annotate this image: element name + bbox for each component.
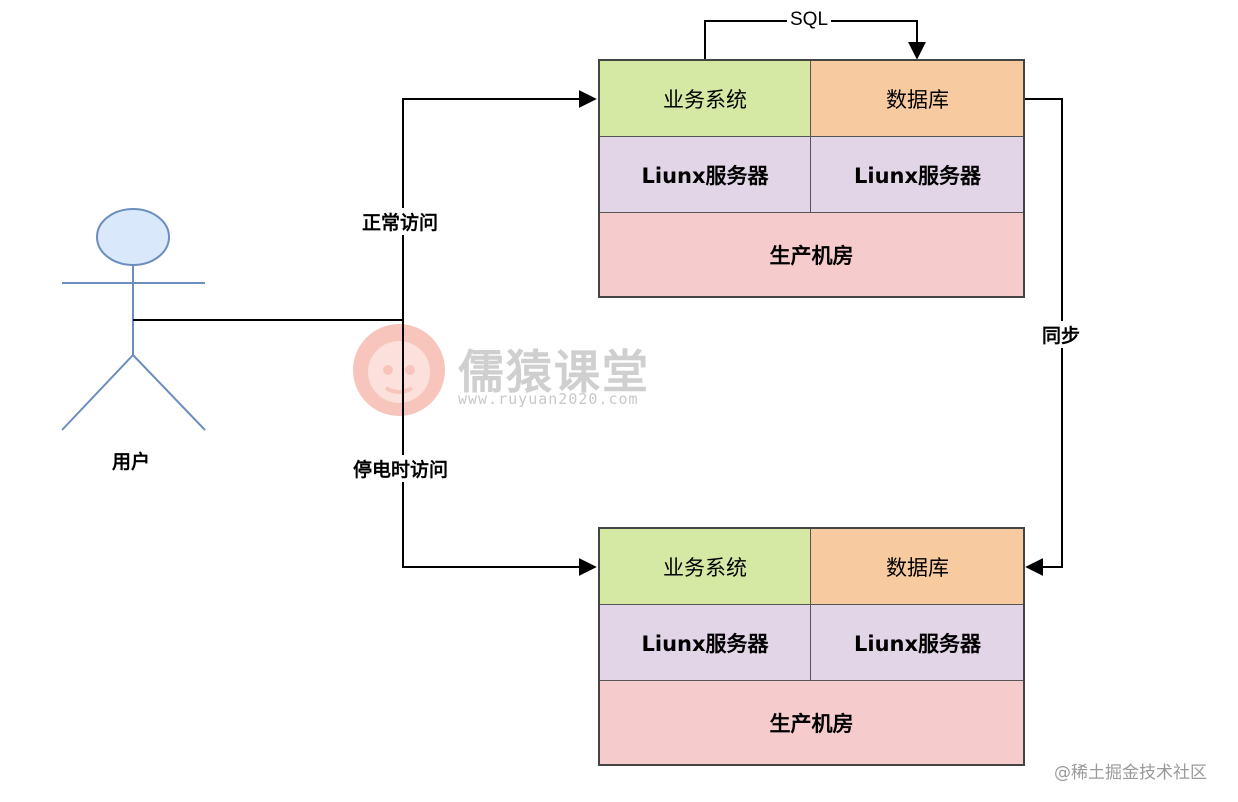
cell-divider [599,680,1024,681]
linux-server-left: Liunx服务器 [599,605,811,681]
database-box: 数据库 [811,528,1024,605]
normal-access-label: 正常访问 [360,208,441,235]
user-actor-icon [61,208,206,431]
cell-divider [599,604,1024,605]
production-room-box: 生产机房 [599,213,1024,297]
biz-system-box: 业务系统 [599,528,811,605]
linux-server-right: Liunx服务器 [811,137,1024,213]
linux-server-right: Liunx服务器 [811,605,1024,681]
outage-access-label: 停电时访问 [351,455,451,482]
watermark-url: www.ruyuan2020.com [458,390,639,408]
biz-system-box: 业务系统 [599,60,811,137]
cluster-frame [598,59,1025,298]
cluster-frame [598,527,1025,766]
database-box: 数据库 [811,60,1024,137]
watermark-logo-icon [353,324,445,416]
outage-access-edge [402,320,597,576]
sync-label: 同步 [1040,321,1083,348]
cell-divider [599,212,1024,213]
cell-divider [599,136,1024,137]
user-label: 用户 [112,451,151,473]
watermark-title: 儒猿课堂 [458,345,650,399]
linux-server-left: Liunx服务器 [599,137,811,213]
sql-label: SQL [787,9,832,31]
credit-text: @稀土掘金技术社区 [1054,763,1207,783]
production-room-box: 生产机房 [599,681,1024,765]
